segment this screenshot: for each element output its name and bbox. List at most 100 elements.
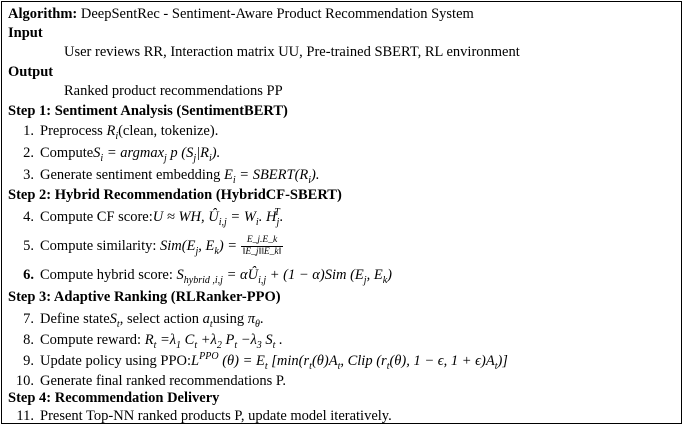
step-text: Generate sentiment embedding bbox=[40, 167, 225, 183]
math-var: E bbox=[224, 167, 233, 183]
step4-header: Step 4: Recommendation Delivery bbox=[8, 390, 220, 406]
math-expr: (θ) = E bbox=[218, 353, 265, 369]
math-sub: t bbox=[116, 319, 120, 330]
step-line-8: 8.Compute reward: Rt =λ1 Ct +λ2 Pt −λ3 S… bbox=[8, 330, 681, 351]
algorithm-title: Algorithm: DeepSentRec - Sentiment-Aware… bbox=[8, 4, 681, 24]
math-expr: Sim(E bbox=[160, 238, 196, 254]
math-var: R bbox=[144, 332, 154, 348]
math-expr: , E bbox=[366, 267, 383, 283]
step-text: using bbox=[212, 311, 248, 327]
math-expr: . bbox=[279, 209, 284, 225]
math-expr: ). bbox=[311, 167, 320, 183]
math-sub: i bbox=[100, 153, 104, 164]
math-expr: = argmax bbox=[103, 145, 164, 161]
step-text: Define state bbox=[40, 311, 110, 327]
fraction-numerator: E_j.E_k bbox=[240, 235, 284, 248]
math-sub: j bbox=[164, 153, 167, 164]
math-sub: hybrid ,i,j bbox=[183, 275, 223, 286]
step-number: 2. bbox=[23, 145, 34, 161]
math-sub: t bbox=[272, 340, 276, 351]
step-number: 9. bbox=[23, 353, 34, 369]
math-sub: k bbox=[382, 275, 388, 286]
math-sup: PPO bbox=[199, 351, 219, 362]
math-sub: t bbox=[386, 361, 390, 372]
math-expr: ). bbox=[211, 145, 221, 161]
step-number: 4. bbox=[23, 209, 34, 225]
math-expr: [min(r bbox=[267, 353, 310, 369]
step-number: 10. bbox=[15, 373, 34, 389]
fraction-denominator: ‖E_j‖‖E_k‖ bbox=[242, 247, 282, 258]
math-expr: . bbox=[275, 332, 283, 348]
input-header: Input bbox=[8, 25, 43, 41]
step-line-6: 6. Compute hybrid score: Shybrid ,i,j = α… bbox=[8, 265, 681, 286]
math-expr: p (S bbox=[166, 145, 194, 161]
math-sub: i bbox=[115, 131, 119, 142]
math-expr: U ≈ WH, Û bbox=[152, 209, 219, 225]
step-line-4: 4. Compute CF score:U ≈ WH, Ûi,j = Wi. Hj… bbox=[8, 207, 681, 228]
step2-header: Step 2: Hybrid Recommendation (HybridCF-… bbox=[8, 187, 342, 203]
math-expr: (θ)A bbox=[311, 353, 338, 369]
math-expr: |R bbox=[196, 145, 209, 161]
math-sub: j bbox=[195, 246, 199, 257]
input-text: User reviews RR, Interaction matrix UU, … bbox=[64, 44, 520, 60]
math-sub: t bbox=[337, 361, 341, 372]
math-sub: t bbox=[194, 340, 198, 351]
math-expr: = αÛ bbox=[222, 267, 259, 283]
math-sub: j bbox=[276, 217, 280, 228]
step-line-10: 10. Generate final ranked recommendations… bbox=[8, 371, 681, 391]
math-sub: θ bbox=[254, 319, 260, 330]
math-sub: i bbox=[209, 153, 212, 164]
step-text: Compute CF score: bbox=[40, 209, 153, 225]
math-sup: T bbox=[274, 207, 280, 218]
step-line-2: 2.ComputeSi = argmaxj p (Sj|Ri). bbox=[8, 143, 681, 164]
step-text: Compute hybrid score: bbox=[40, 267, 177, 283]
math-sub: i bbox=[255, 217, 259, 228]
step3-header: Step 3: Adaptive Ranking (RLRanker-PPO) bbox=[8, 289, 281, 305]
math-sub: t bbox=[264, 361, 268, 372]
math-var: π bbox=[247, 311, 255, 327]
math-sub: j bbox=[193, 153, 197, 164]
step-number: 7. bbox=[23, 311, 34, 327]
math-sub: 3 bbox=[256, 340, 262, 351]
math-var: S bbox=[109, 311, 117, 327]
math-sub: t bbox=[494, 361, 498, 372]
step-text: (clean, tokenize). bbox=[118, 123, 219, 139]
math-sub: t bbox=[153, 340, 157, 351]
math-expr: , E bbox=[198, 238, 215, 254]
math-expr: + (1 − α)Sim (E bbox=[266, 267, 364, 283]
step-line-7: 7.Define stateSt, select action atusing … bbox=[8, 309, 681, 330]
output-text: Ranked product recommendations PP bbox=[64, 83, 283, 99]
output-header: Output bbox=[8, 64, 54, 80]
math-sub: 2 bbox=[216, 340, 222, 351]
math-var: S bbox=[93, 145, 101, 161]
step-number: 6. bbox=[23, 267, 34, 283]
step-text: . bbox=[259, 311, 264, 327]
similarity-fraction: E_j.E_k‖E_j‖‖E_k‖ bbox=[240, 235, 284, 258]
math-expr: ) bbox=[387, 267, 392, 283]
math-expr: (θ), 1 − ϵ, 1 + ϵ)A bbox=[389, 353, 495, 369]
math-sub: t bbox=[309, 361, 312, 372]
step-text: Generate final ranked recommendations P. bbox=[40, 373, 287, 389]
math-sub: i,j bbox=[218, 217, 227, 228]
step-number: 3. bbox=[23, 167, 34, 183]
math-expr: C bbox=[181, 332, 195, 348]
math-sub: i bbox=[308, 175, 312, 186]
step-line-9: 9.Update policy using PPO:LPPO (θ) = Et … bbox=[8, 351, 681, 372]
step-text: Compute reward: bbox=[40, 332, 145, 348]
math-expr: = W bbox=[226, 209, 256, 225]
math-expr: +λ bbox=[197, 332, 217, 348]
step-line-1: 1.Preprocess Ri(clean, tokenize). bbox=[8, 121, 681, 142]
math-expr: =λ bbox=[156, 332, 177, 348]
math-sub: t bbox=[209, 319, 213, 330]
math-var: R bbox=[106, 123, 116, 139]
math-sub: 1 bbox=[176, 340, 182, 351]
math-expr: . H bbox=[258, 209, 277, 225]
step-line-3: 3.Generate sentiment embedding Ei = SBER… bbox=[8, 165, 681, 186]
math-expr: , Clip (r bbox=[340, 353, 387, 369]
step-number: 1. bbox=[23, 123, 34, 139]
math-expr: P bbox=[221, 332, 235, 348]
step-text: Compute similarity: bbox=[40, 238, 161, 254]
math-expr: −λ bbox=[237, 332, 257, 348]
math-var: S bbox=[176, 267, 184, 283]
